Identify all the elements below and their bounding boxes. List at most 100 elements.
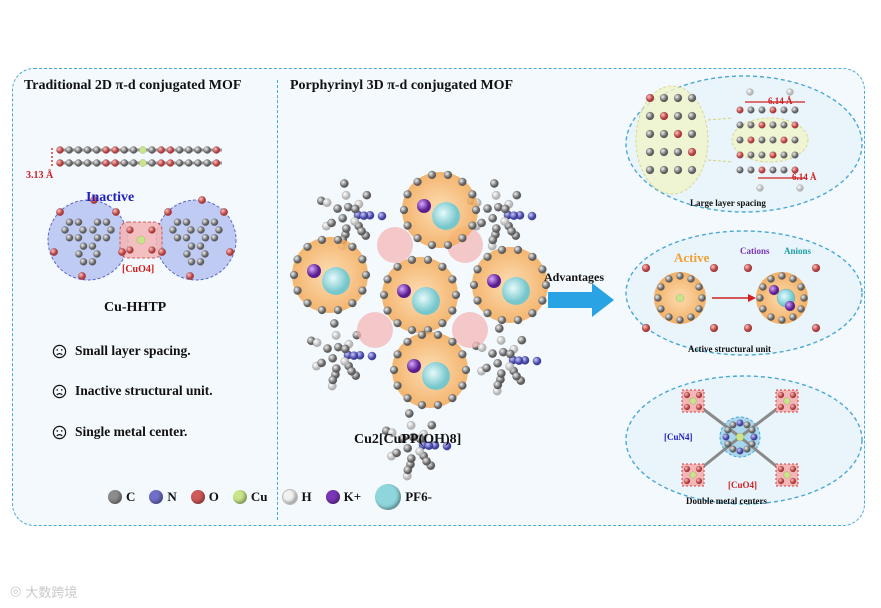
- detail-atom: [747, 136, 755, 144]
- pore-ring-atom: [433, 400, 443, 410]
- layer-atom: [120, 159, 129, 167]
- unit-atom: [778, 272, 786, 280]
- layer-atom: [65, 159, 73, 167]
- detail-atom: [659, 111, 669, 121]
- bullet-1: Small layer spacing.: [52, 343, 191, 359]
- copper-atom: [735, 432, 745, 442]
- layer-atom: [56, 146, 64, 154]
- pore-ring-atom: [538, 296, 547, 305]
- ring-atom: [93, 250, 101, 258]
- detail-atom: [645, 93, 655, 103]
- detail-atom: [791, 166, 799, 174]
- legend-swatch: [281, 489, 298, 505]
- detail-atom: [659, 93, 669, 103]
- framework-atom: [512, 371, 522, 381]
- pore-ring-atom: [403, 190, 412, 199]
- framework-atom: [362, 190, 372, 200]
- pore-ring-atom: [438, 262, 447, 272]
- detail-atom: [645, 165, 655, 175]
- unit-atom: [709, 263, 719, 273]
- detail-atom: [673, 129, 683, 139]
- pore-ring-atom: [317, 235, 327, 245]
- detail-atom: [687, 93, 697, 103]
- unit-atom: [811, 263, 821, 273]
- layer-atom: [203, 146, 211, 154]
- framework-atom: [341, 190, 351, 200]
- detail-atom: [769, 121, 777, 129]
- detail-atom: [645, 147, 655, 157]
- unit-atom: [811, 323, 821, 333]
- oxygen-atom: [683, 477, 691, 485]
- center-atom: [748, 426, 756, 434]
- oxygen-atom: [126, 246, 134, 254]
- k-cation: [768, 284, 780, 296]
- k-cation: [784, 300, 796, 312]
- framework-atom: [489, 179, 499, 188]
- detail-atom: [786, 88, 794, 96]
- panel-divider: [277, 80, 278, 520]
- unit-atom: [665, 275, 673, 283]
- pore-ring-atom: [483, 252, 492, 262]
- layer-atom: [120, 146, 129, 154]
- unit-atom: [743, 323, 753, 333]
- detail-atom: [758, 121, 766, 129]
- unit-atom: [641, 323, 651, 333]
- pf6-anion: [502, 277, 530, 305]
- framework-atom: [514, 356, 524, 366]
- framework-atom: [392, 448, 402, 458]
- detail-atom: [791, 136, 799, 144]
- ring-atom: [187, 226, 195, 234]
- oxygen-atom: [157, 247, 166, 256]
- cations-label: Cations: [740, 246, 770, 256]
- unit-atom: [789, 275, 797, 283]
- oxygen-atom: [683, 465, 691, 473]
- inactive-label: Inactive: [86, 190, 135, 205]
- pore-ring-atom: [407, 325, 417, 335]
- ring-atom: [88, 242, 97, 251]
- pore-ring-atom: [303, 242, 312, 252]
- pore-ring-atom: [427, 170, 437, 180]
- detail-atom: [756, 184, 764, 192]
- layer-spacing-value: 3.13 Å: [26, 170, 54, 181]
- pore-ring-atom: [393, 318, 402, 328]
- oxygen-atom: [777, 403, 785, 411]
- ring-atom: [182, 233, 191, 242]
- oxygen-atom: [695, 403, 703, 411]
- framework-atom: [427, 420, 437, 430]
- sad-face-icon: [52, 425, 67, 439]
- legend-swatch: [232, 490, 247, 504]
- framework-atom: [367, 351, 377, 361]
- unit-atom: [756, 294, 764, 302]
- layer-atom: [175, 146, 184, 154]
- layer-atom: [166, 159, 175, 167]
- pore-ring-atom: [361, 270, 371, 280]
- pore-ring-atom: [399, 205, 409, 215]
- oxygen-atom: [789, 477, 797, 485]
- pore-ring-atom: [358, 255, 367, 264]
- ring-atom: [74, 218, 83, 227]
- ring-atom: [65, 218, 74, 227]
- detail-atom: [780, 121, 788, 129]
- unit-atom: [797, 305, 805, 313]
- pore-ring-atom: [448, 275, 457, 284]
- copper-atom: [689, 397, 697, 405]
- mof-compound-label: Cu2[CuPP(OH)8]: [354, 432, 462, 447]
- layer-atom: [138, 159, 147, 167]
- oxygen-atom: [789, 403, 797, 411]
- framework-atom: [512, 190, 522, 200]
- pore-ring-atom: [541, 280, 551, 290]
- oxygen-atom: [695, 477, 703, 485]
- spacing-value-bottom: 6.14 Å: [792, 172, 817, 182]
- pore-ring-atom: [417, 400, 427, 410]
- pore-ring-atom: [389, 365, 399, 375]
- framework-atom: [532, 356, 542, 366]
- oxygen-atom: [148, 226, 156, 234]
- oxygen-atom: [789, 465, 797, 473]
- oxygen-atom: [117, 247, 126, 256]
- pore-ring-atom: [413, 233, 422, 243]
- framework-atom: [415, 447, 425, 456]
- center-atom: [750, 433, 758, 441]
- callout-double-metal-centers: Double metal centers: [686, 496, 767, 506]
- layer-atom: [212, 159, 221, 167]
